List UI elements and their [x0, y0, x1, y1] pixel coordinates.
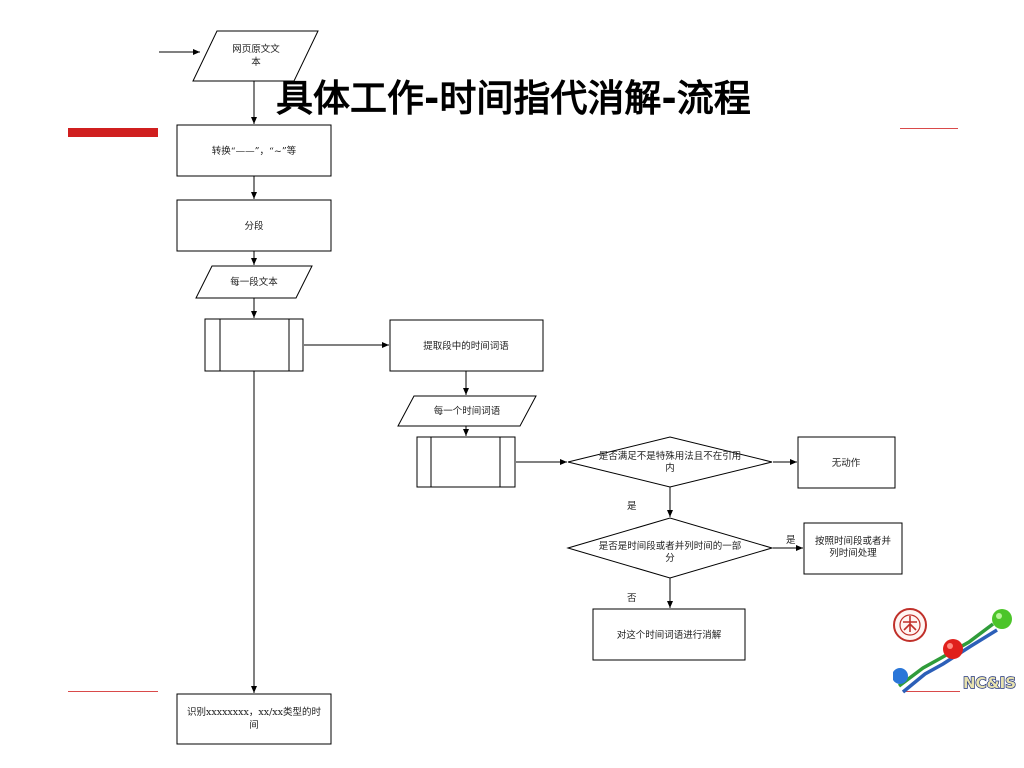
each-timeword-node — [397, 395, 537, 427]
title-accent-bar — [68, 128, 158, 137]
recognize-node — [176, 693, 332, 745]
footer-rule-right — [905, 691, 960, 692]
loop2-node — [416, 436, 516, 488]
logo-blue-ball — [893, 668, 908, 684]
decision1-label: 是否满足不是特殊用法且不在引用内 — [599, 450, 742, 474]
segment-label: 分段 — [244, 220, 264, 232]
no-action-node — [797, 436, 896, 489]
source-text-node — [192, 30, 319, 82]
nc-is-logo: NC&IS — [893, 608, 1017, 694]
convert-label: 转换“——”，“~”等 — [212, 145, 297, 157]
decision2-yes-label: 是 — [786, 535, 796, 546]
recognize-label: 识别xxxxxxxx，xx/xx类型的时间 — [187, 706, 321, 731]
logo-green-ball — [992, 609, 1012, 629]
each-paragraph-label: 每一段文本 — [230, 276, 278, 288]
period-process-node — [803, 522, 903, 575]
extract-label: 提取段中的时间词语 — [423, 340, 509, 352]
decision2-no-label: 否 — [627, 593, 637, 604]
segment-node — [176, 199, 332, 252]
period-process-label: 按照时间段或者并列时间处理 — [815, 535, 892, 559]
convert-node — [176, 124, 332, 177]
decision1-node — [567, 436, 773, 488]
footer-rule-left — [68, 691, 158, 692]
resolve-node — [592, 608, 746, 661]
title-rule-right — [900, 128, 958, 129]
logo-green-line — [897, 622, 995, 688]
decision2-node — [566, 517, 774, 579]
decision1-yes-label: 是 — [627, 501, 637, 512]
source-text-label: 网页原文文本 — [232, 43, 280, 68]
extract-node — [389, 319, 544, 372]
loop1-node — [204, 318, 304, 372]
university-seal-icon — [893, 608, 927, 642]
decision2-label: 是否是时间段或者并列时间的一部分 — [599, 540, 742, 564]
slide-title: 具体工作-时间指代消解-流程 — [276, 77, 751, 120]
logo-blue-line — [901, 628, 998, 694]
resolve-label: 对这个时间词语进行消解 — [617, 629, 722, 641]
each-timeword-label: 每一个时间词语 — [434, 405, 501, 417]
no-action-label: 无动作 — [832, 457, 861, 469]
logo-red-ball — [943, 639, 963, 659]
logo-text: NC&IS — [963, 674, 1016, 692]
each-paragraph-node — [195, 265, 313, 299]
